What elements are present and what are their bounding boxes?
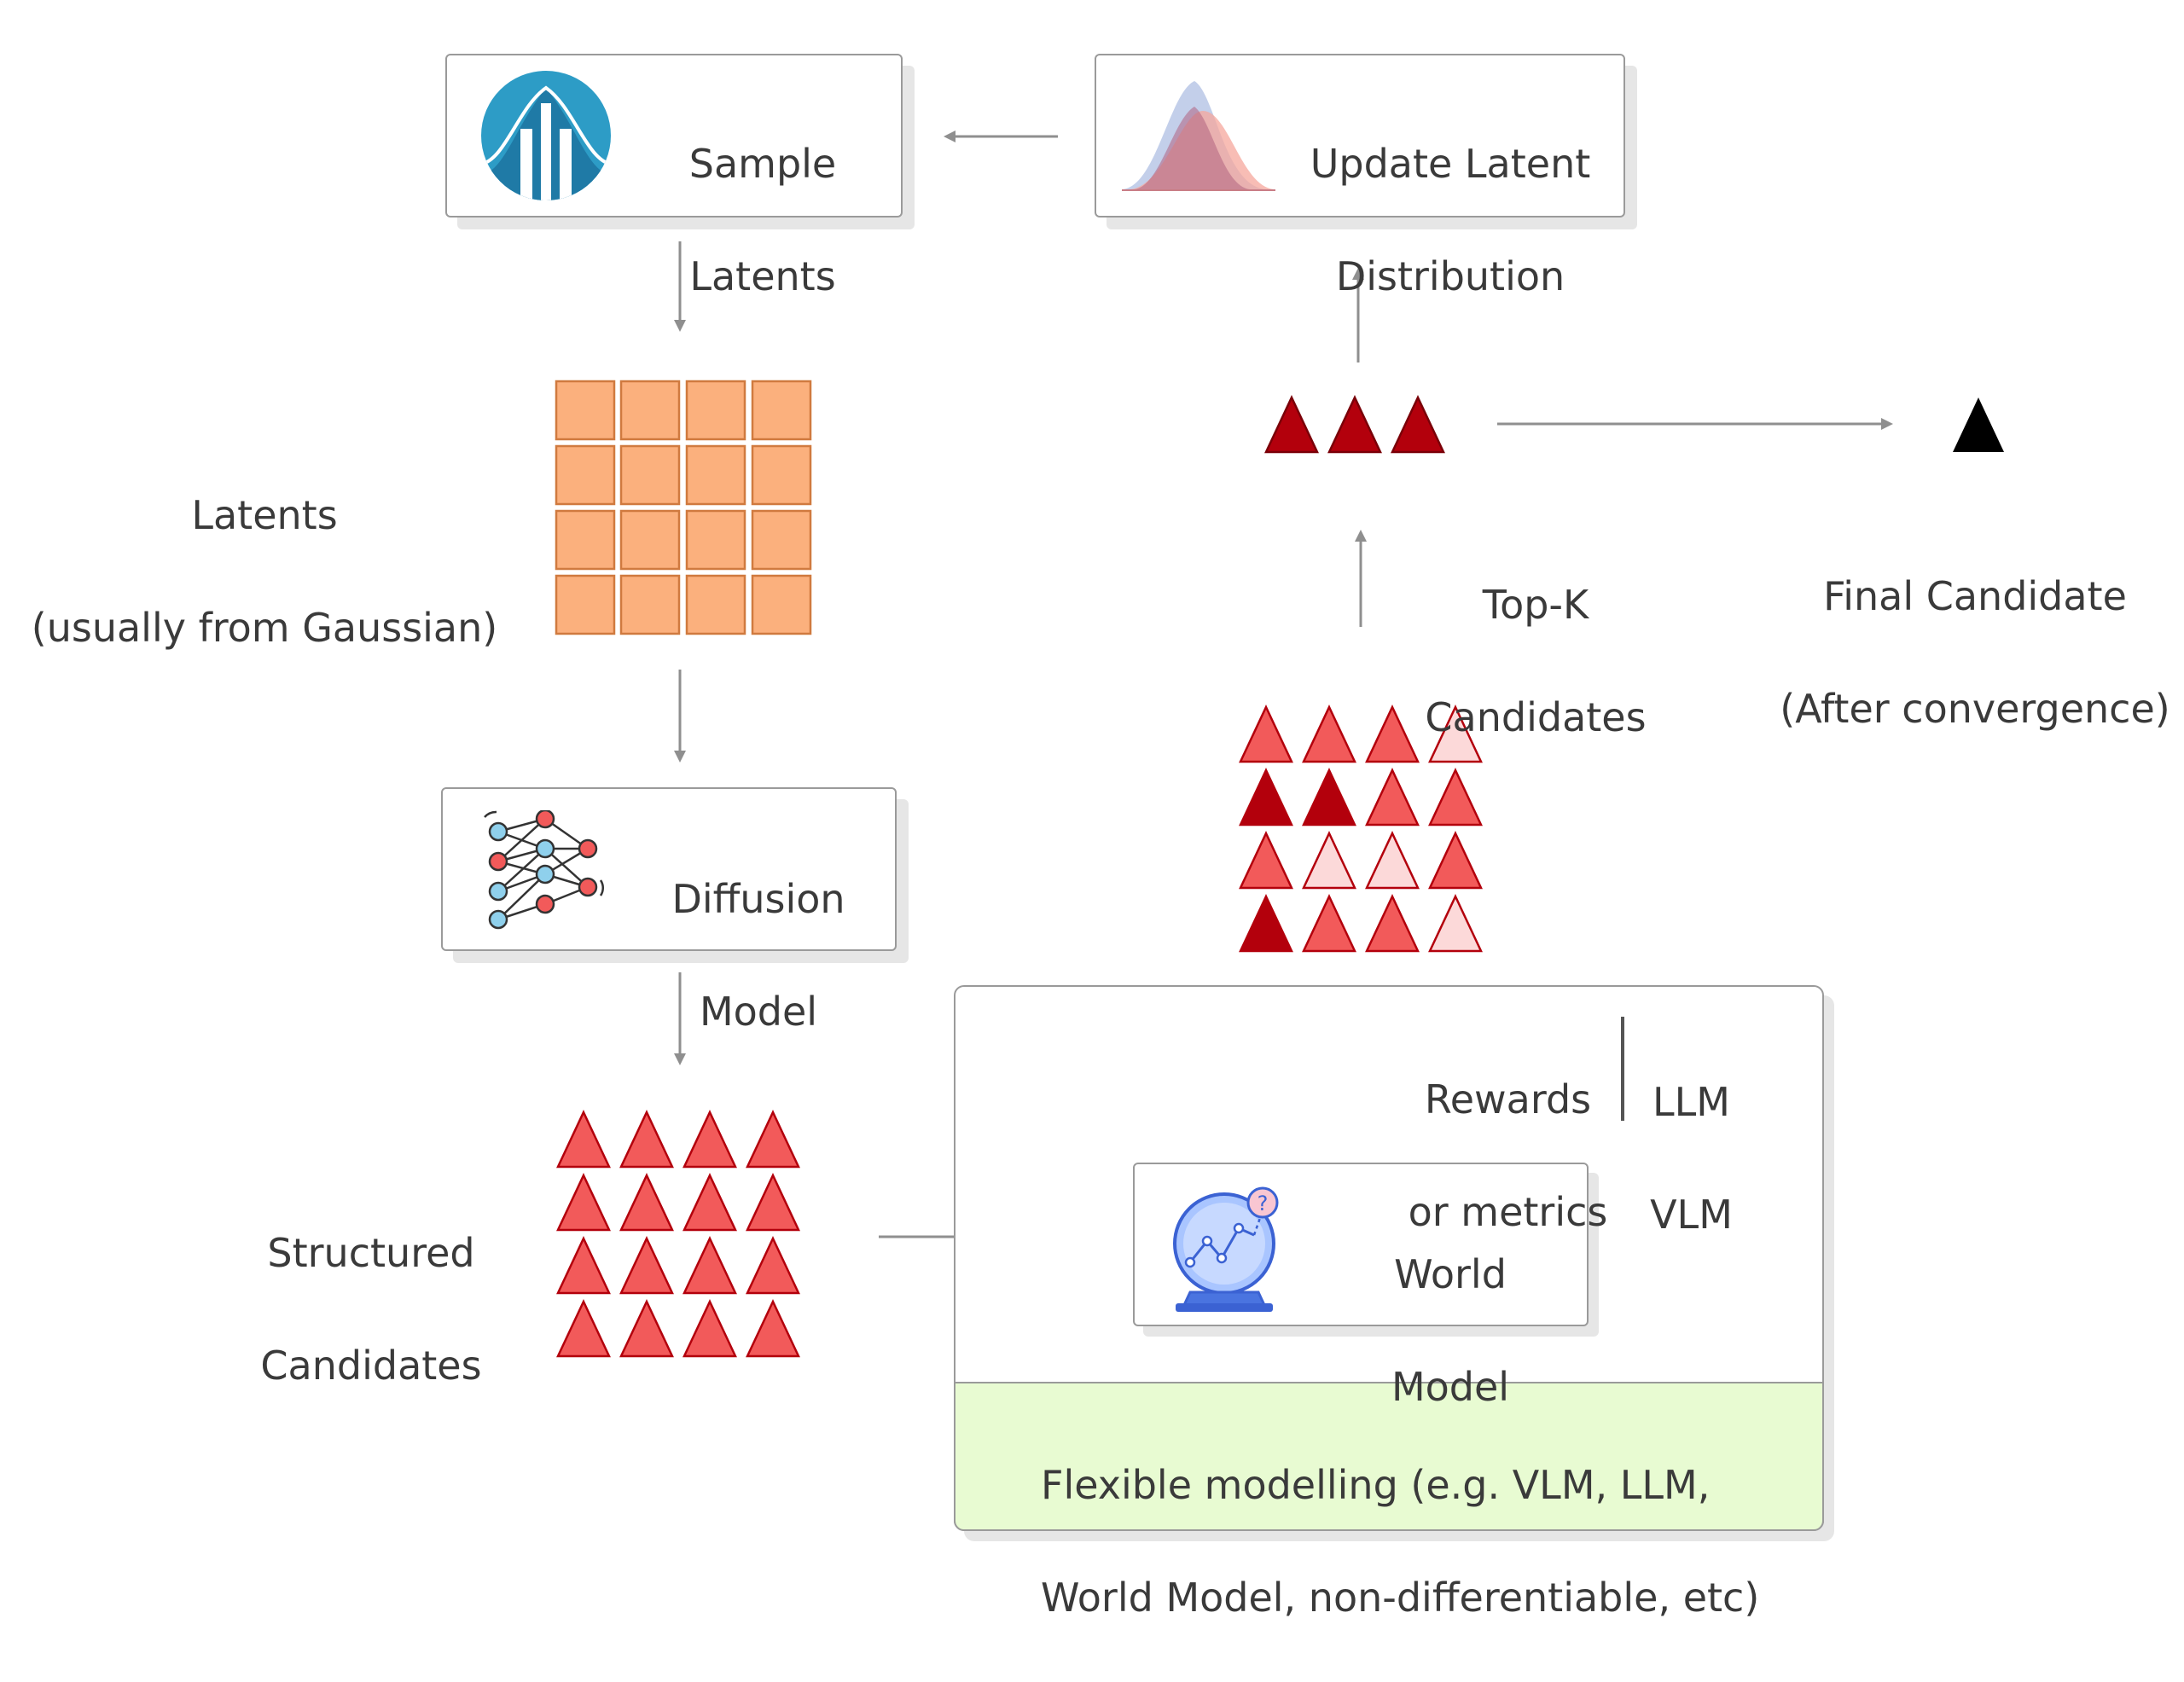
structured-candidates-label: Structured Candidates: [260, 1230, 482, 1389]
rewards-divider: [1621, 1017, 1624, 1121]
candidate-triangle: [682, 1299, 737, 1358]
topk-triangle: [1264, 395, 1319, 454]
scored-triangle: [1365, 831, 1420, 890]
scored-triangle: [1365, 894, 1420, 953]
latent-cell: [619, 509, 681, 571]
latent-cell: [751, 509, 812, 571]
topk-triangle: [1391, 395, 1445, 454]
diffusion-model-box: Diffusion Model: [441, 787, 897, 1035]
scored-triangle: [1302, 831, 1356, 890]
llm-vlm-label: LLM VLM: [1650, 1079, 1733, 1238]
candidate-triangle: [556, 1173, 611, 1232]
rewards-label: Rewards or metrics: [1408, 1076, 1608, 1235]
scored-triangle: [1302, 768, 1356, 826]
candidate-triangle: [682, 1110, 737, 1169]
scored-triangle: [1428, 831, 1483, 890]
latent-cell: [619, 574, 681, 635]
topk-label: Top-K Candidates: [1425, 582, 1647, 740]
distribution-icon: [1122, 77, 1275, 200]
latent-cell: [751, 444, 812, 506]
latent-cell: [619, 380, 681, 441]
latent-cell: [555, 444, 616, 506]
candidate-triangle: [556, 1236, 611, 1295]
scored-triangle: [1239, 768, 1293, 826]
latent-cell: [555, 380, 616, 441]
latent-grid: [555, 380, 812, 635]
candidate-triangle: [619, 1173, 674, 1232]
scored-triangle: [1239, 831, 1293, 890]
update-latent-box: Update Latent Distribution: [1095, 54, 1625, 299]
candidate-triangle: [556, 1110, 611, 1169]
scored-triangle: [1428, 705, 1483, 763]
latents-label: Latents (usually from Gaussian): [31, 492, 498, 651]
sample-latents-box: Sample Latents: [445, 54, 903, 299]
structured-candidates-grid: [556, 1110, 800, 1358]
latent-cell: [555, 509, 616, 571]
scored-triangle: [1428, 768, 1483, 826]
sample-latents-label: Sample Latents: [688, 141, 837, 299]
scored-triangle: [1302, 894, 1356, 953]
scored-triangle: [1365, 768, 1420, 826]
svg-text:?: ?: [1258, 1192, 1269, 1215]
scored-triangle: [1239, 705, 1293, 763]
candidate-triangle: [556, 1299, 611, 1358]
latent-cell: [751, 574, 812, 635]
candidate-triangle: [746, 1173, 800, 1232]
scored-triangle: [1302, 705, 1356, 763]
scored-triangle: [1365, 705, 1420, 763]
scored-candidates-grid: [1239, 705, 1483, 953]
candidate-triangle: [682, 1236, 737, 1295]
candidate-triangle: [619, 1236, 674, 1295]
neural-network-icon: [481, 809, 609, 933]
topk-triangle: [1327, 395, 1382, 454]
candidate-triangle: [619, 1299, 674, 1358]
candidate-triangle: [746, 1299, 800, 1358]
final-candidate-label: Final Candidate (After convergence): [1780, 573, 2170, 732]
candidate-triangle: [746, 1236, 800, 1295]
candidate-triangle: [746, 1110, 800, 1169]
candidate-triangle: [619, 1110, 674, 1169]
latent-cell: [685, 574, 746, 635]
crystal-ball-icon: ?: [1169, 1177, 1297, 1321]
scored-triangle: [1239, 894, 1293, 953]
world-model-label: World Model: [1391, 1251, 1510, 1410]
final-candidate-triangle: [1953, 397, 2004, 452]
latent-cell: [685, 509, 746, 571]
latent-cell: [751, 380, 812, 441]
scored-triangle: [1428, 894, 1483, 953]
latent-cell: [685, 444, 746, 506]
topk-triangles: [1264, 395, 1445, 454]
world-model-box: ? World Model: [1133, 1163, 1589, 1410]
gaussian-icon: [479, 69, 613, 206]
update-latent-label: Update Latent Distribution: [1310, 141, 1591, 299]
latent-cell: [555, 574, 616, 635]
latent-cell: [619, 444, 681, 506]
latent-cell: [685, 380, 746, 441]
candidate-triangle: [682, 1173, 737, 1232]
diffusion-model-label: Diffusion Model: [671, 876, 845, 1035]
